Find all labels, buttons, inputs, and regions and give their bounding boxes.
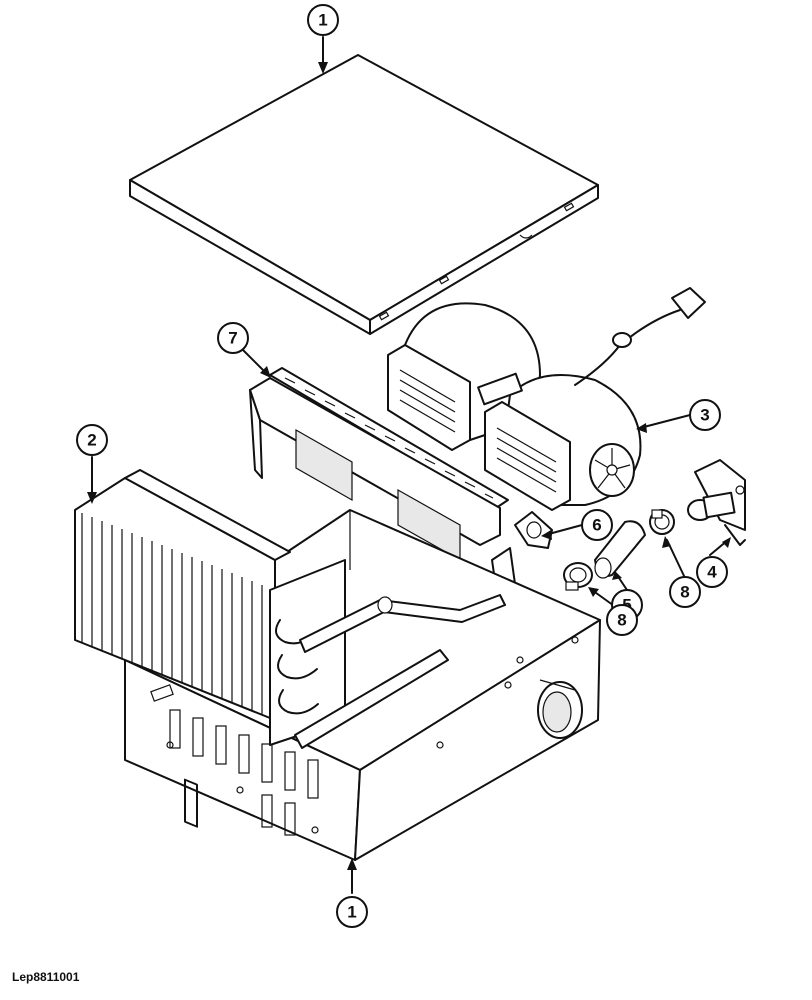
hose-clamp-left — [563, 562, 593, 591]
callout-1-top: 1 — [307, 4, 339, 36]
hose-clamp-right — [649, 509, 675, 535]
callout-6: 6 — [581, 509, 613, 541]
callout-8-left: 8 — [606, 604, 638, 636]
svg-text:1: 1 — [347, 903, 356, 922]
svg-text:8: 8 — [617, 611, 626, 630]
callout-4: 4 — [696, 556, 728, 588]
top-cover-plate — [129, 54, 599, 335]
figure-reference-code: Lep8811001 — [12, 970, 80, 984]
callout-2: 2 — [76, 424, 108, 456]
svg-text:3: 3 — [700, 406, 709, 425]
water-valve — [687, 459, 746, 546]
svg-text:8: 8 — [680, 583, 689, 602]
heater-core — [74, 469, 506, 749]
svg-text:4: 4 — [707, 563, 717, 582]
hose — [594, 520, 646, 579]
svg-text:2: 2 — [87, 431, 96, 450]
leader-arrowheads — [87, 62, 731, 870]
svg-text:6: 6 — [592, 516, 601, 535]
callout-1-bottom: 1 — [336, 896, 368, 928]
callout-7: 7 — [217, 322, 249, 354]
callout-8-right: 8 — [669, 576, 701, 608]
gasket-ring — [514, 511, 553, 549]
callout-3: 3 — [689, 399, 721, 431]
blower-motor-assembly — [387, 287, 706, 511]
svg-text:7: 7 — [228, 329, 237, 348]
svg-text:1: 1 — [318, 11, 327, 30]
